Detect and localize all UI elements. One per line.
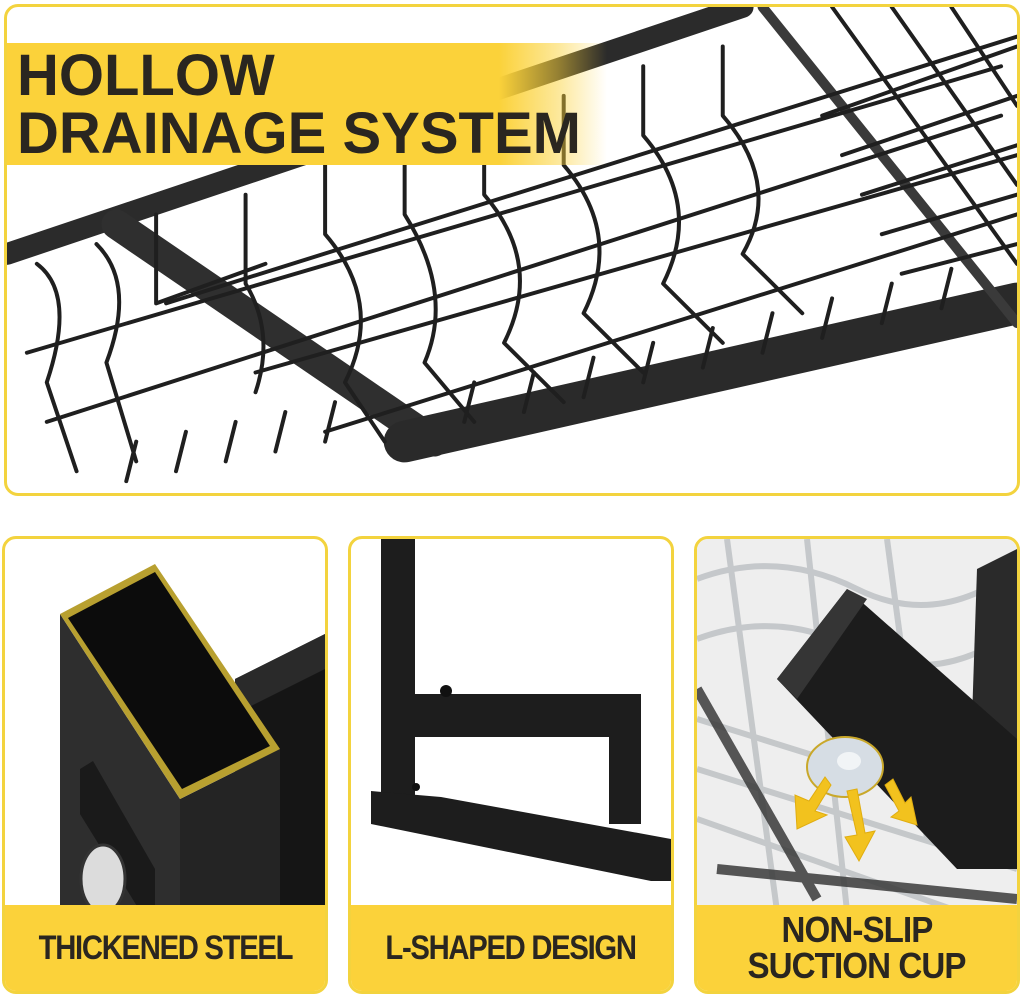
hero-title-banner [7,43,607,165]
feature-panel-non-slip-suction-cup: NON-SLIP SUCTION CUP [694,536,1020,994]
feature-label-non-slip-suction-cup: NON-SLIP SUCTION CUP [697,905,1017,991]
feature-label-line: THICKENED STEEL [38,929,293,967]
feature-label-line: L-SHAPED DESIGN [385,929,638,967]
suction-cup-foot-icon [697,539,1017,911]
hero-title-line-1: HOLLOW [17,43,275,108]
feature-panel-thickened-steel: THICKENED STEEL [2,536,328,994]
hero-panel: HOLLOW DRAINAGE SYSTEM [4,4,1020,496]
hero-title-line-2: DRAINAGE SYSTEM [17,101,581,166]
l-shaped-frame-leg-icon [371,539,671,881]
wire-dish-rack-underside-icon [7,7,1017,484]
feature-label-l-shaped-design: L-SHAPED DESIGN [351,905,671,991]
feature-label-line-1: NON-SLIP [781,909,934,950]
hollow-square-steel-tube-icon [60,564,325,911]
hero-title: HOLLOW DRAINAGE SYSTEM [17,47,581,163]
feature-panel-l-shaped-design: L-SHAPED DESIGN [348,536,674,994]
feature-label-thickened-steel: THICKENED STEEL [5,905,325,991]
feature-label-line-2: SUCTION CUP [747,945,967,986]
